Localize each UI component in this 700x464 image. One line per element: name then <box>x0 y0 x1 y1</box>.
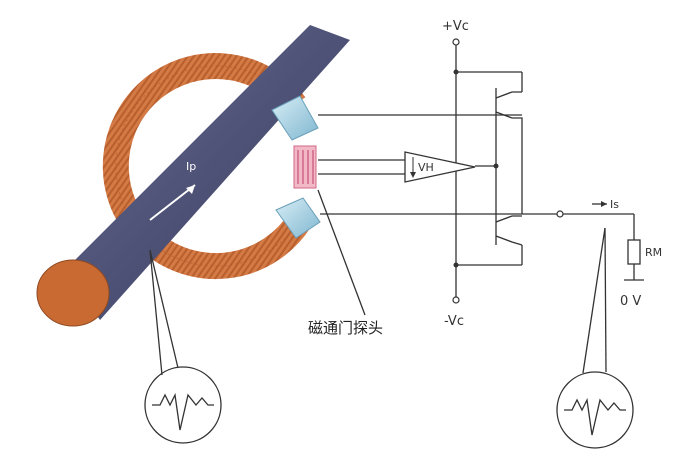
waveform-inset-right <box>556 227 634 449</box>
probe-label: 磁通门探头 <box>308 319 383 337</box>
output-terminal <box>556 210 564 218</box>
rm-label: RM <box>645 246 662 259</box>
circuit-wiring <box>318 38 644 304</box>
is-arrow-head <box>601 201 607 207</box>
burden-resistor <box>627 239 641 265</box>
is-label: Is <box>610 198 619 211</box>
fluxgate-probe <box>293 145 317 189</box>
ip-label: Ip <box>186 160 196 173</box>
ip-arrow-line <box>149 184 196 221</box>
zero-v-label: 0 V <box>620 294 641 309</box>
vc-minus-terminal <box>452 296 460 304</box>
vc-plus-label: +Vc <box>442 19 469 34</box>
ip-arrow-head <box>186 185 195 194</box>
vc-plus-terminal <box>452 38 460 46</box>
toroid-coil <box>102 53 311 280</box>
vc-minus-label: -Vc <box>444 314 464 329</box>
amplifier <box>404 151 476 183</box>
primary-conductor <box>36 25 350 327</box>
core-gap-lower <box>275 197 321 239</box>
vh-label: VH <box>418 161 434 174</box>
conductor-end <box>36 259 110 327</box>
probe-leader-line <box>317 189 366 316</box>
core-gap-upper <box>271 95 319 141</box>
waveform-inset-left <box>144 249 222 444</box>
